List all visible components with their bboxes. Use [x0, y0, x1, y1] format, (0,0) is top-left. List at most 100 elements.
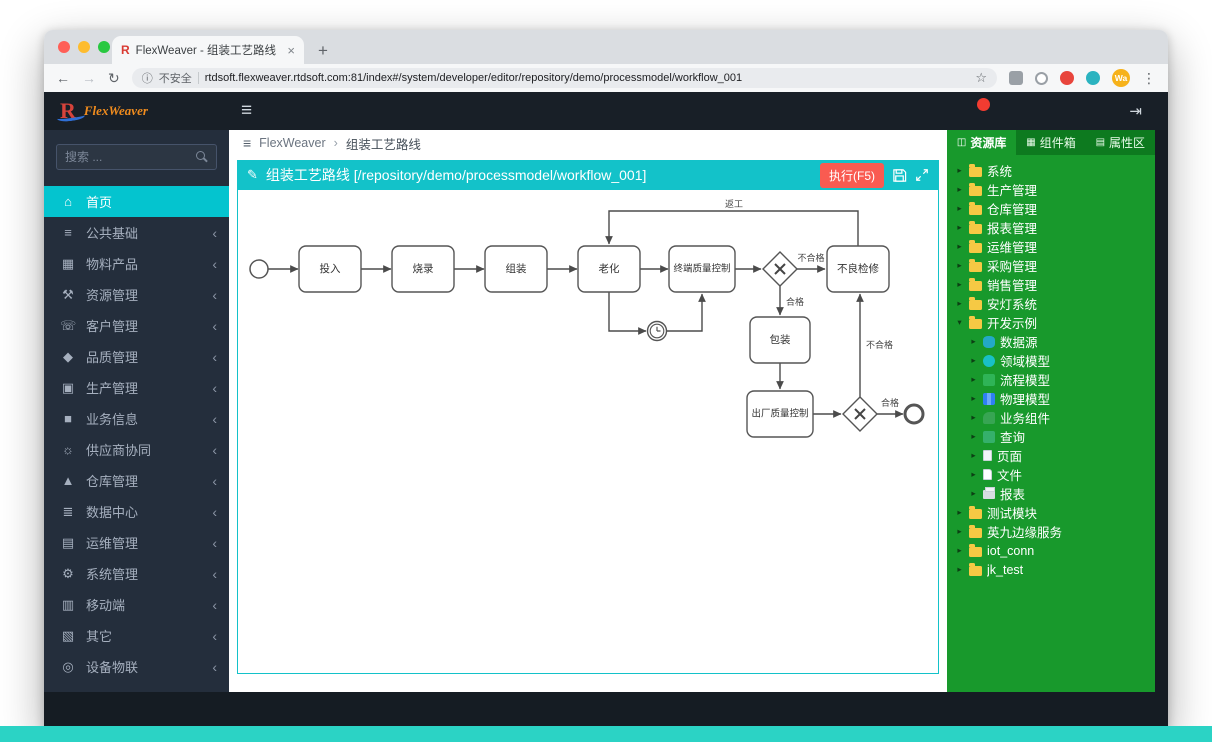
- tree-node[interactable]: ▸查询: [951, 427, 1151, 446]
- extension-icon[interactable]: [1060, 71, 1074, 85]
- tree-node[interactable]: ▸流程模型: [951, 370, 1151, 389]
- sidebar-item-others[interactable]: ▧其它‹: [44, 620, 229, 651]
- tree-node[interactable]: ▸生产管理: [951, 180, 1151, 199]
- sidebar-item-quality-mgmt[interactable]: ◆品质管理‹: [44, 341, 229, 372]
- breadcrumb-menu-icon[interactable]: ≡: [243, 135, 252, 151]
- tree-node[interactable]: ▸页面: [951, 446, 1151, 465]
- timer-event[interactable]: [646, 320, 668, 342]
- extension-icon[interactable]: [1009, 71, 1023, 85]
- sidebar-item-mobile[interactable]: ▥移动端‹: [44, 589, 229, 620]
- caret-collapsed-icon[interactable]: ▸: [957, 203, 962, 214]
- caret-collapsed-icon[interactable]: ▸: [971, 355, 976, 366]
- app-logo[interactable]: R FlexWeaver: [44, 100, 229, 122]
- extension-icon[interactable]: [1035, 71, 1048, 85]
- extension-icon[interactable]: [1086, 71, 1100, 85]
- info-icon[interactable]: ⓘ: [141, 73, 153, 85]
- task-packaging[interactable]: 包装: [749, 316, 811, 364]
- start-event[interactable]: [249, 259, 269, 279]
- sidebar-item-warehouse-mgmt[interactable]: ▲仓库管理‹: [44, 465, 229, 496]
- tree-node[interactable]: ▸领域模型: [951, 351, 1151, 370]
- tree-node[interactable]: ▸报表管理: [951, 218, 1151, 237]
- save-icon[interactable]: [892, 168, 907, 183]
- tab-property-area[interactable]: ▤属性区: [1086, 130, 1155, 155]
- caret-collapsed-icon[interactable]: ▸: [971, 336, 976, 347]
- caret-collapsed-icon[interactable]: ▸: [957, 298, 962, 309]
- end-event[interactable]: [903, 403, 925, 425]
- sidebar-item-resource-mgmt[interactable]: ⚒资源管理‹: [44, 279, 229, 310]
- caret-collapsed-icon[interactable]: ▸: [957, 184, 962, 195]
- sidebar-item-material-product[interactable]: ▦物料产品‹: [44, 248, 229, 279]
- forward-icon[interactable]: →: [82, 70, 96, 86]
- task-repair[interactable]: 不良检修: [826, 245, 890, 293]
- task-flash[interactable]: 烧录: [391, 245, 455, 293]
- sidebar-item-data-center[interactable]: ≣数据中心‹: [44, 496, 229, 527]
- address-bar[interactable]: ⓘ 不安全 rtdsoft.flexweaver.rtdsoft.com:81/…: [131, 68, 997, 88]
- tree-node[interactable]: ▾开发示例: [951, 313, 1151, 332]
- gateway-quality-2[interactable]: [842, 396, 878, 432]
- caret-collapsed-icon[interactable]: ▸: [957, 526, 962, 537]
- window-minimize-button[interactable]: [78, 41, 90, 53]
- task-assembly[interactable]: 组装: [484, 245, 548, 293]
- tree-node[interactable]: ▸业务组件: [951, 408, 1151, 427]
- profile-avatar[interactable]: Wa: [1112, 69, 1130, 87]
- tree-node[interactable]: ▸jk_test: [951, 560, 1151, 579]
- tree-node[interactable]: ▸系统: [951, 161, 1151, 180]
- bookmark-star-icon[interactable]: ☆: [975, 70, 987, 85]
- back-icon[interactable]: ←: [56, 70, 70, 86]
- fullscreen-icon[interactable]: [915, 168, 929, 182]
- tab-resource-library[interactable]: ◫资源库: [947, 130, 1017, 155]
- sidebar-item-operations-mgmt[interactable]: ▤运维管理‹: [44, 527, 229, 558]
- caret-collapsed-icon[interactable]: ▸: [957, 564, 962, 575]
- task-input[interactable]: 投入: [298, 245, 362, 293]
- gateway-quality-1[interactable]: [762, 251, 798, 287]
- caret-collapsed-icon[interactable]: ▸: [971, 412, 976, 423]
- tab-close-icon[interactable]: ×: [287, 42, 295, 58]
- caret-collapsed-icon[interactable]: ▸: [971, 431, 976, 442]
- logout-icon[interactable]: ⇥: [1129, 103, 1142, 120]
- caret-collapsed-icon[interactable]: ▸: [957, 165, 962, 176]
- task-aging[interactable]: 老化: [577, 245, 641, 293]
- tab-component-box[interactable]: ▦组件箱: [1016, 130, 1085, 155]
- tree-node[interactable]: ▸运维管理: [951, 237, 1151, 256]
- caret-collapsed-icon[interactable]: ▸: [971, 488, 976, 499]
- caret-collapsed-icon[interactable]: ▸: [957, 241, 962, 252]
- breadcrumb-app[interactable]: FlexWeaver: [259, 136, 326, 150]
- caret-collapsed-icon[interactable]: ▸: [957, 222, 962, 233]
- sidebar-item-home[interactable]: ⌂首页: [44, 186, 229, 217]
- tree-node[interactable]: ▸仓库管理: [951, 199, 1151, 218]
- sidebar-item-business-info[interactable]: ■业务信息‹: [44, 403, 229, 434]
- search-input[interactable]: [56, 144, 217, 170]
- tree-node[interactable]: ▸英九边缘服务: [951, 522, 1151, 541]
- sidebar-toggle-icon[interactable]: ≡: [241, 100, 253, 121]
- caret-collapsed-icon[interactable]: ▸: [971, 393, 976, 404]
- caret-collapsed-icon[interactable]: ▸: [971, 469, 976, 480]
- browser-tab[interactable]: R FlexWeaver - 组装工艺路线 ×: [112, 36, 304, 64]
- tree-node[interactable]: ▸数据源: [951, 332, 1151, 351]
- caret-collapsed-icon[interactable]: ▸: [957, 279, 962, 290]
- notification-badge[interactable]: [977, 98, 990, 111]
- tree-node[interactable]: ▸物理模型: [951, 389, 1151, 408]
- tree-node[interactable]: ▸安灯系统: [951, 294, 1151, 313]
- tree-node[interactable]: ▸销售管理: [951, 275, 1151, 294]
- caret-collapsed-icon[interactable]: ▸: [957, 260, 962, 271]
- sidebar-item-production-mgmt[interactable]: ▣生产管理‹: [44, 372, 229, 403]
- sidebar-item-device-iot[interactable]: ◎设备物联‹: [44, 651, 229, 682]
- caret-collapsed-icon[interactable]: ▸: [957, 507, 962, 518]
- tree-node[interactable]: ▸文件: [951, 465, 1151, 484]
- caret-expanded-icon[interactable]: ▾: [957, 317, 962, 328]
- new-tab-button[interactable]: +: [318, 41, 328, 60]
- diagram-canvas[interactable]: 投入 烧录 组装 老化: [237, 190, 939, 674]
- window-zoom-button[interactable]: [98, 41, 110, 53]
- caret-collapsed-icon[interactable]: ▸: [971, 450, 976, 461]
- tree-node[interactable]: ▸报表: [951, 484, 1151, 503]
- sidebar-item-supplier-collab[interactable]: ☼供应商协同‹: [44, 434, 229, 465]
- window-close-button[interactable]: [58, 41, 70, 53]
- task-terminal-qc[interactable]: 终端质量控制: [668, 245, 736, 293]
- tree-node[interactable]: ▸iot_conn: [951, 541, 1151, 560]
- task-factory-qc[interactable]: 出厂质量控制: [746, 390, 814, 438]
- sidebar-item-system-mgmt[interactable]: ⚙系统管理‹: [44, 558, 229, 589]
- caret-collapsed-icon[interactable]: ▸: [971, 374, 976, 385]
- reload-icon[interactable]: ↻: [108, 69, 120, 86]
- run-button[interactable]: 执行(F5): [820, 162, 884, 188]
- sidebar-item-common-base[interactable]: ≡公共基础‹: [44, 217, 229, 248]
